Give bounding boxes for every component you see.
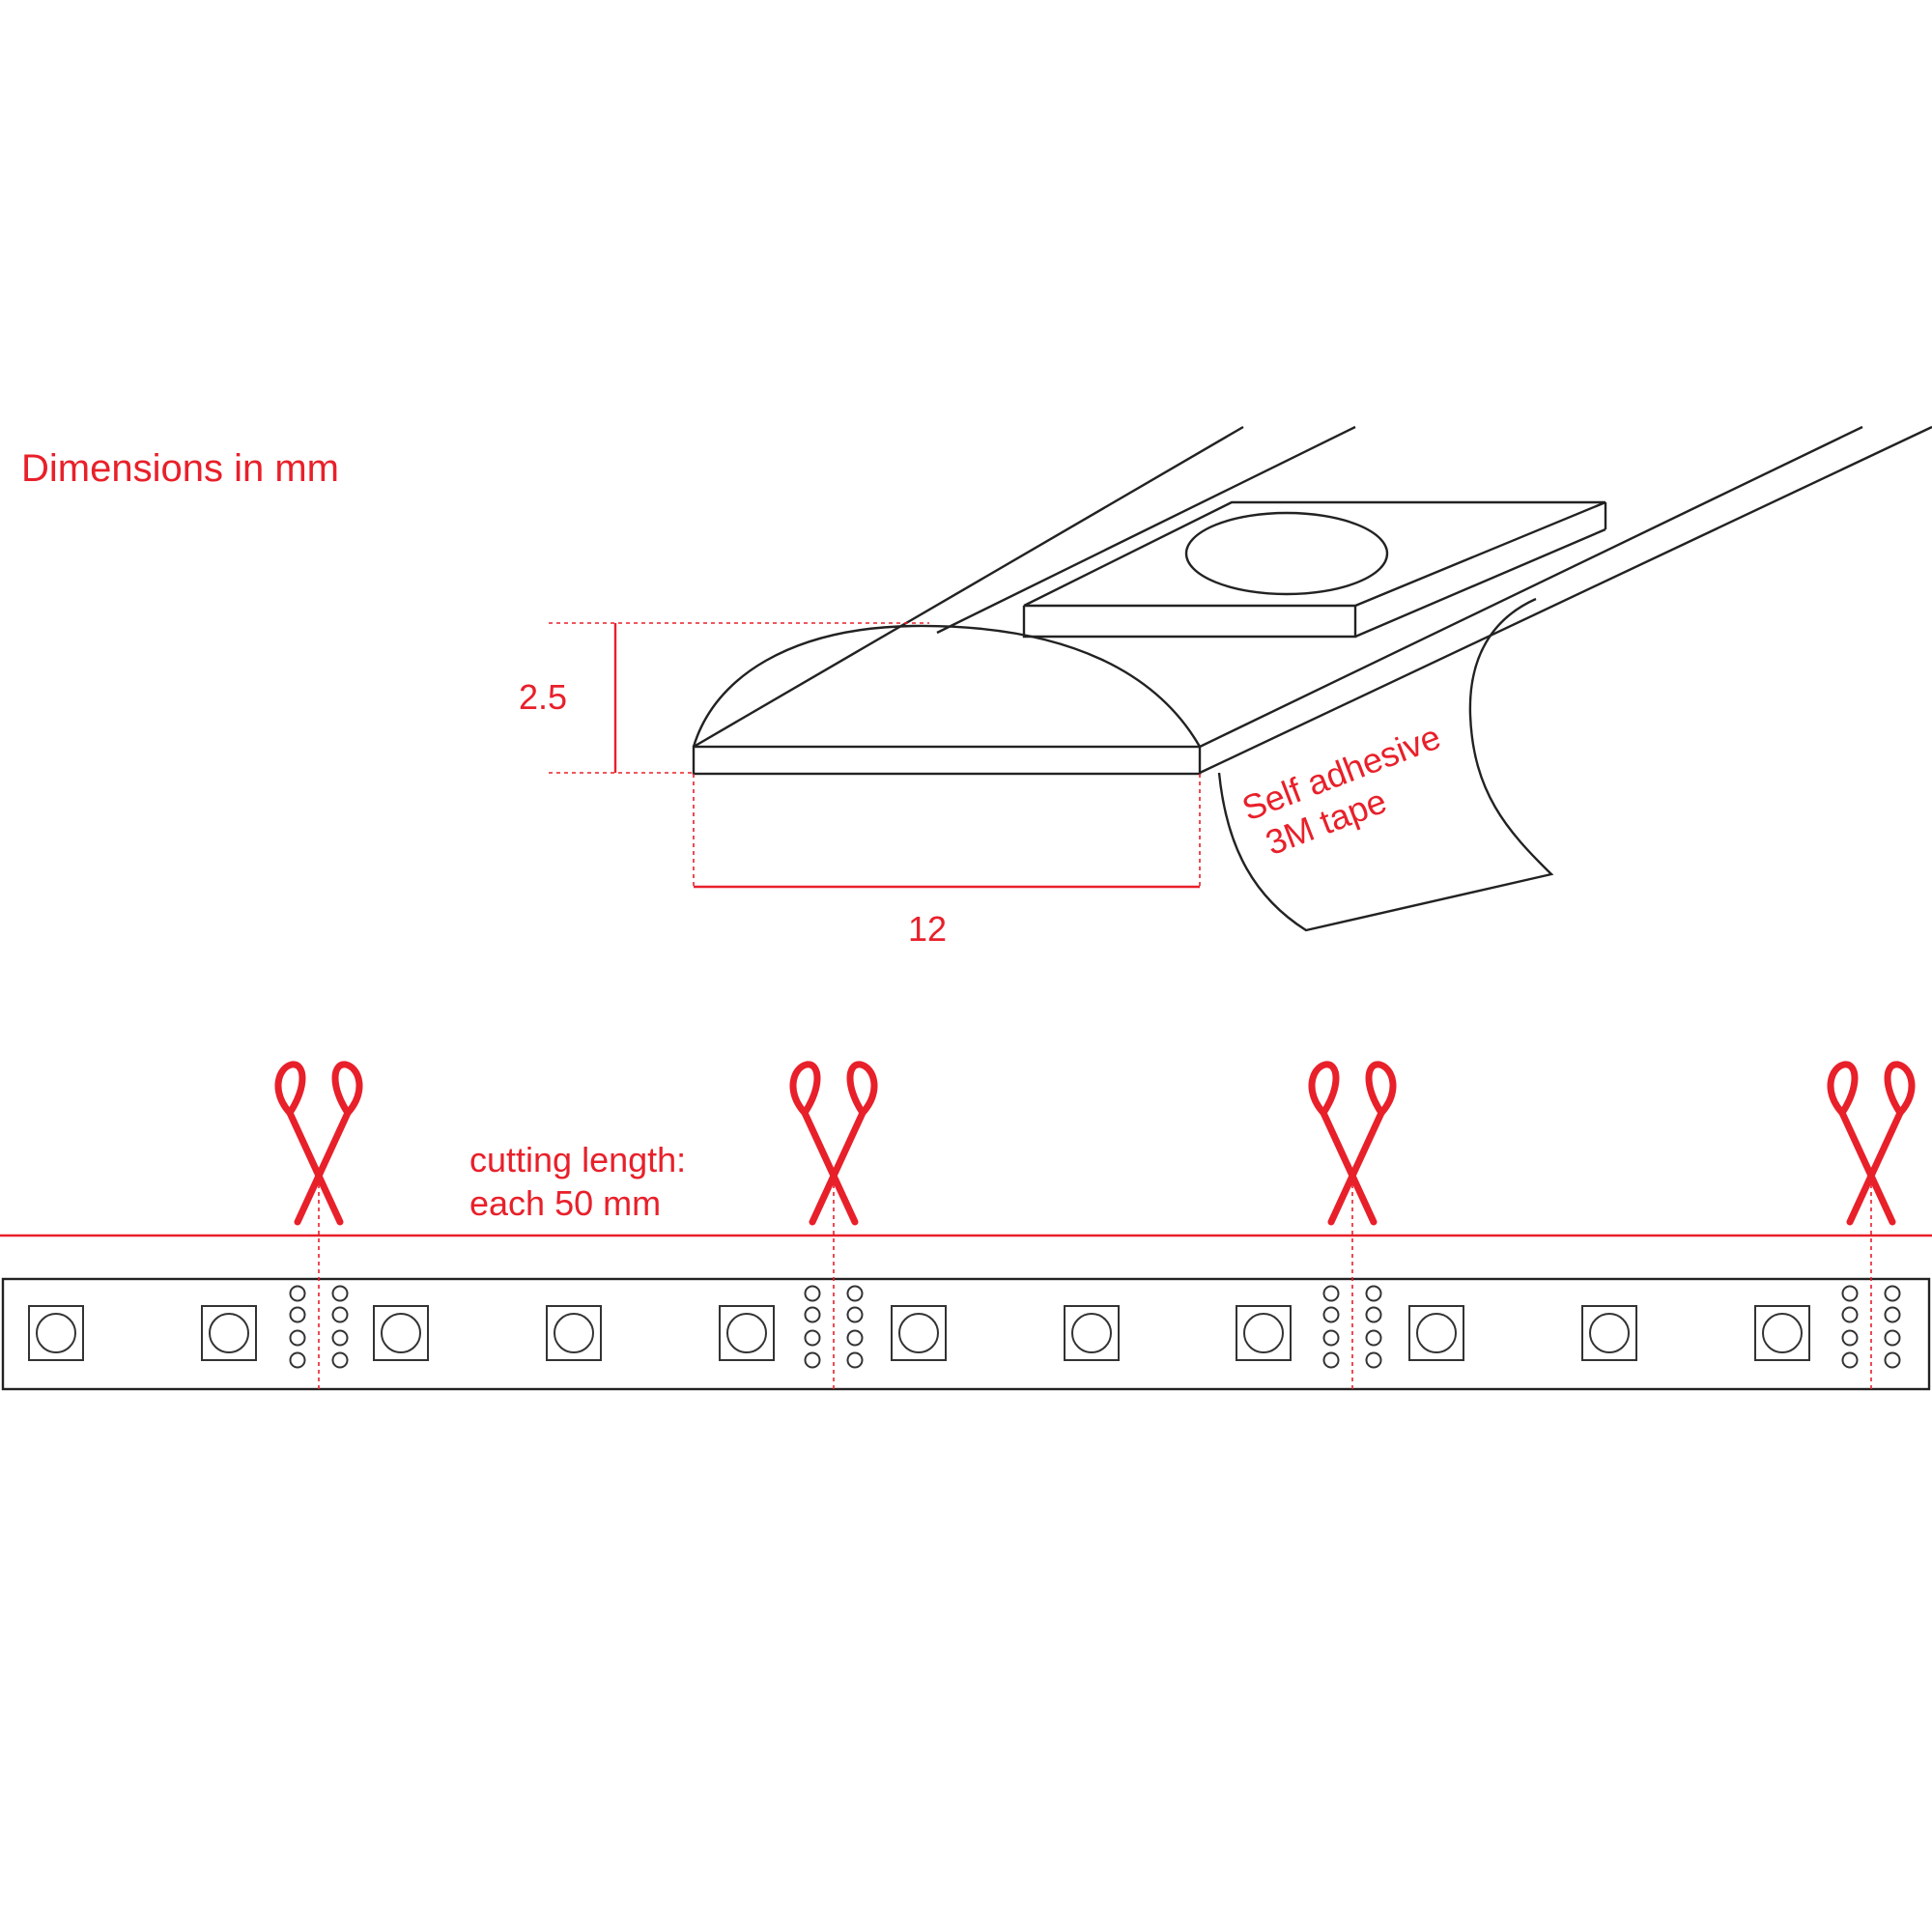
solder-pad-icon: [1365, 1351, 1382, 1369]
solder-pad-icon: [1322, 1351, 1340, 1369]
scissors-icon: [274, 1061, 363, 1226]
led-chip-icon: [28, 1305, 84, 1361]
solder-pad-icon: [1841, 1329, 1859, 1347]
solder-pad-icon: [1884, 1285, 1901, 1302]
solder-pad-icon: [1322, 1329, 1340, 1347]
solder-pad-icon: [1841, 1351, 1859, 1369]
solder-pad-icon: [1365, 1306, 1382, 1323]
solder-pad-icon: [804, 1306, 821, 1323]
solder-pad-icon: [804, 1351, 821, 1369]
led-chip-icon: [1236, 1305, 1292, 1361]
solder-pad-icon: [846, 1285, 864, 1302]
solder-pad-icon: [1884, 1329, 1901, 1347]
solder-pad-icon: [1365, 1285, 1382, 1302]
solder-pad-icon: [331, 1285, 349, 1302]
scissors-icon: [1827, 1061, 1916, 1226]
solder-pad-icon: [1365, 1329, 1382, 1347]
led-chip-icon: [719, 1305, 775, 1361]
led-chip-icon: [201, 1305, 257, 1361]
solder-pad-icon: [1322, 1285, 1340, 1302]
led-chip-icon: [1581, 1305, 1637, 1361]
solder-pads: [289, 1285, 1901, 1369]
solder-pad-icon: [1841, 1285, 1859, 1302]
height-dimension: 2.5: [519, 622, 929, 774]
led-chip-icon: [1408, 1305, 1464, 1361]
dimensions-title: Dimensions in mm: [21, 447, 339, 490]
solder-pad-icon: [331, 1351, 349, 1369]
cut-marks: [274, 1061, 1916, 1391]
solder-pad-icon: [846, 1306, 864, 1323]
solder-pad-icon: [289, 1306, 306, 1323]
solder-pad-icon: [289, 1329, 306, 1347]
scissors-icon: [789, 1061, 878, 1226]
scissors-icon: [1308, 1061, 1397, 1226]
width-value: 12: [908, 909, 947, 949]
solder-pad-icon: [1884, 1306, 1901, 1323]
led-chip-icon: [1754, 1305, 1810, 1361]
led-strip-body: [1, 1277, 1931, 1391]
solder-pad-icon: [804, 1329, 821, 1347]
led-chip-icon: [546, 1305, 602, 1361]
strip-cross-section: [692, 425, 1932, 932]
solder-pad-icon: [289, 1285, 306, 1302]
led-chip-3d: [1022, 500, 1607, 639]
solder-pad-icon: [1322, 1306, 1340, 1323]
height-value: 2.5: [519, 677, 567, 717]
solder-pad-icon: [289, 1351, 306, 1369]
solder-pad-icon: [846, 1351, 864, 1369]
led-chip-icon: [891, 1305, 947, 1361]
cutting-length-line2: each 50 mm: [469, 1183, 661, 1223]
led-chip-icon: [1064, 1305, 1120, 1361]
led-chip-icon: [373, 1305, 429, 1361]
solder-pad-icon: [331, 1329, 349, 1347]
solder-pad-icon: [804, 1285, 821, 1302]
cutting-length-line1: cutting length:: [469, 1140, 686, 1179]
solder-pad-icon: [331, 1306, 349, 1323]
width-dimension: 12: [693, 774, 1201, 949]
solder-pad-icon: [1841, 1306, 1859, 1323]
led-chips: [28, 1305, 1810, 1361]
solder-pad-icon: [846, 1329, 864, 1347]
solder-pad-icon: [1884, 1351, 1901, 1369]
